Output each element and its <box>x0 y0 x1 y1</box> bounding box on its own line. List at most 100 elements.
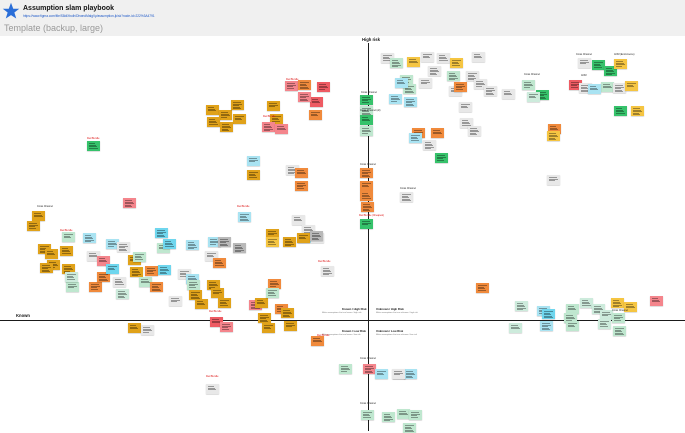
sticky-note[interactable] <box>604 66 617 76</box>
sticky-note[interactable] <box>564 313 577 323</box>
sticky-note[interactable] <box>624 302 637 312</box>
sticky-note[interactable] <box>45 249 58 259</box>
sticky-note[interactable] <box>569 80 582 90</box>
document-url[interactable]: https://www.figma.com/file/S8diXbolh/Dhw… <box>23 14 155 18</box>
sticky-note[interactable] <box>206 384 219 394</box>
sticky-note[interactable] <box>588 84 601 94</box>
sticky-note[interactable] <box>163 239 176 249</box>
sticky-note[interactable] <box>133 252 146 262</box>
sticky-note[interactable] <box>286 165 299 175</box>
sticky-note[interactable] <box>295 181 308 191</box>
sticky-note[interactable] <box>360 95 373 105</box>
sticky-note[interactable] <box>547 175 560 185</box>
star-icon[interactable] <box>2 2 20 20</box>
sticky-note[interactable] <box>155 228 168 238</box>
sticky-note[interactable] <box>421 52 434 62</box>
sticky-note[interactable] <box>613 326 626 336</box>
sticky-note[interactable] <box>311 336 324 346</box>
sticky-note[interactable] <box>404 369 417 379</box>
sticky-note[interactable] <box>598 319 611 329</box>
sticky-note[interactable] <box>238 212 251 222</box>
sticky-note[interactable] <box>87 141 100 151</box>
sticky-note[interactable] <box>392 369 405 379</box>
sticky-note[interactable] <box>395 78 408 88</box>
sticky-note[interactable] <box>270 114 283 124</box>
sticky-note[interactable] <box>87 251 100 261</box>
sticky-note[interactable] <box>106 264 119 274</box>
sticky-note[interactable] <box>65 272 78 282</box>
sticky-note[interactable] <box>435 153 448 163</box>
sticky-note[interactable] <box>409 410 422 420</box>
sticky-note[interactable] <box>527 92 540 102</box>
sticky-note[interactable] <box>611 298 624 308</box>
sticky-note[interactable] <box>298 92 311 102</box>
sticky-note[interactable] <box>466 71 479 81</box>
sticky-note[interactable] <box>117 242 130 252</box>
sticky-note[interactable] <box>592 304 605 314</box>
sticky-note[interactable] <box>363 364 376 374</box>
sticky-note[interactable] <box>547 131 560 141</box>
sticky-note[interactable] <box>38 244 51 254</box>
sticky-note[interactable] <box>297 233 310 243</box>
sticky-note[interactable] <box>62 232 75 242</box>
sticky-note[interactable] <box>339 364 352 374</box>
sticky-note[interactable] <box>207 117 220 127</box>
sticky-note[interactable] <box>266 237 279 247</box>
sticky-note[interactable] <box>578 58 591 68</box>
sticky-note[interactable] <box>472 52 485 62</box>
sticky-note[interactable] <box>580 298 593 308</box>
sticky-note[interactable] <box>195 299 208 309</box>
sticky-note[interactable] <box>247 170 260 180</box>
sticky-note[interactable] <box>612 313 625 323</box>
sticky-note[interactable] <box>536 90 549 100</box>
sticky-note[interactable] <box>123 198 136 208</box>
sticky-note[interactable] <box>459 102 472 112</box>
sticky-note[interactable] <box>145 266 158 276</box>
sticky-note[interactable] <box>360 106 373 116</box>
sticky-note[interactable] <box>258 313 271 323</box>
sticky-note[interactable] <box>32 211 45 221</box>
sticky-note[interactable] <box>419 78 432 88</box>
sticky-note[interactable] <box>40 263 53 273</box>
sticky-note[interactable] <box>187 280 200 290</box>
sticky-note[interactable] <box>292 215 305 225</box>
sticky-note[interactable] <box>476 283 489 293</box>
sticky-note[interactable] <box>431 128 444 138</box>
sticky-note[interactable] <box>360 219 373 229</box>
sticky-note[interactable] <box>268 279 281 289</box>
sticky-note[interactable] <box>218 237 231 247</box>
sticky-note[interactable] <box>128 323 141 333</box>
sticky-note[interactable] <box>474 79 487 89</box>
sticky-note[interactable] <box>150 282 163 292</box>
sticky-note[interactable] <box>592 60 605 70</box>
sticky-note[interactable] <box>281 308 294 318</box>
sticky-note[interactable] <box>428 66 441 76</box>
sticky-note[interactable] <box>600 310 613 320</box>
sticky-note[interactable] <box>66 282 79 292</box>
sticky-note[interactable] <box>233 114 246 124</box>
sticky-note[interactable] <box>403 84 416 94</box>
sticky-note[interactable] <box>186 274 199 284</box>
sticky-note[interactable] <box>454 82 467 92</box>
sticky-note[interactable] <box>403 423 416 433</box>
sticky-note[interactable] <box>566 321 579 331</box>
sticky-note[interactable] <box>400 192 413 202</box>
sticky-note[interactable] <box>206 105 219 115</box>
sticky-note[interactable] <box>423 140 436 150</box>
sticky-note[interactable] <box>266 229 279 239</box>
sticky-note[interactable] <box>60 246 73 256</box>
sticky-note[interactable] <box>601 82 614 92</box>
sticky-note[interactable] <box>208 237 221 247</box>
sticky-note[interactable] <box>233 243 246 253</box>
sticky-note[interactable] <box>262 323 275 333</box>
sticky-note[interactable] <box>447 71 460 81</box>
sticky-note[interactable] <box>267 101 280 111</box>
sticky-note[interactable] <box>381 53 394 63</box>
sticky-note[interactable] <box>542 309 555 319</box>
sticky-note[interactable] <box>295 168 308 178</box>
sticky-note[interactable] <box>210 317 223 327</box>
sticky-note[interactable] <box>310 231 323 241</box>
sticky-note[interactable] <box>321 266 334 276</box>
sticky-note[interactable] <box>284 321 297 331</box>
sticky-note[interactable] <box>375 369 388 379</box>
